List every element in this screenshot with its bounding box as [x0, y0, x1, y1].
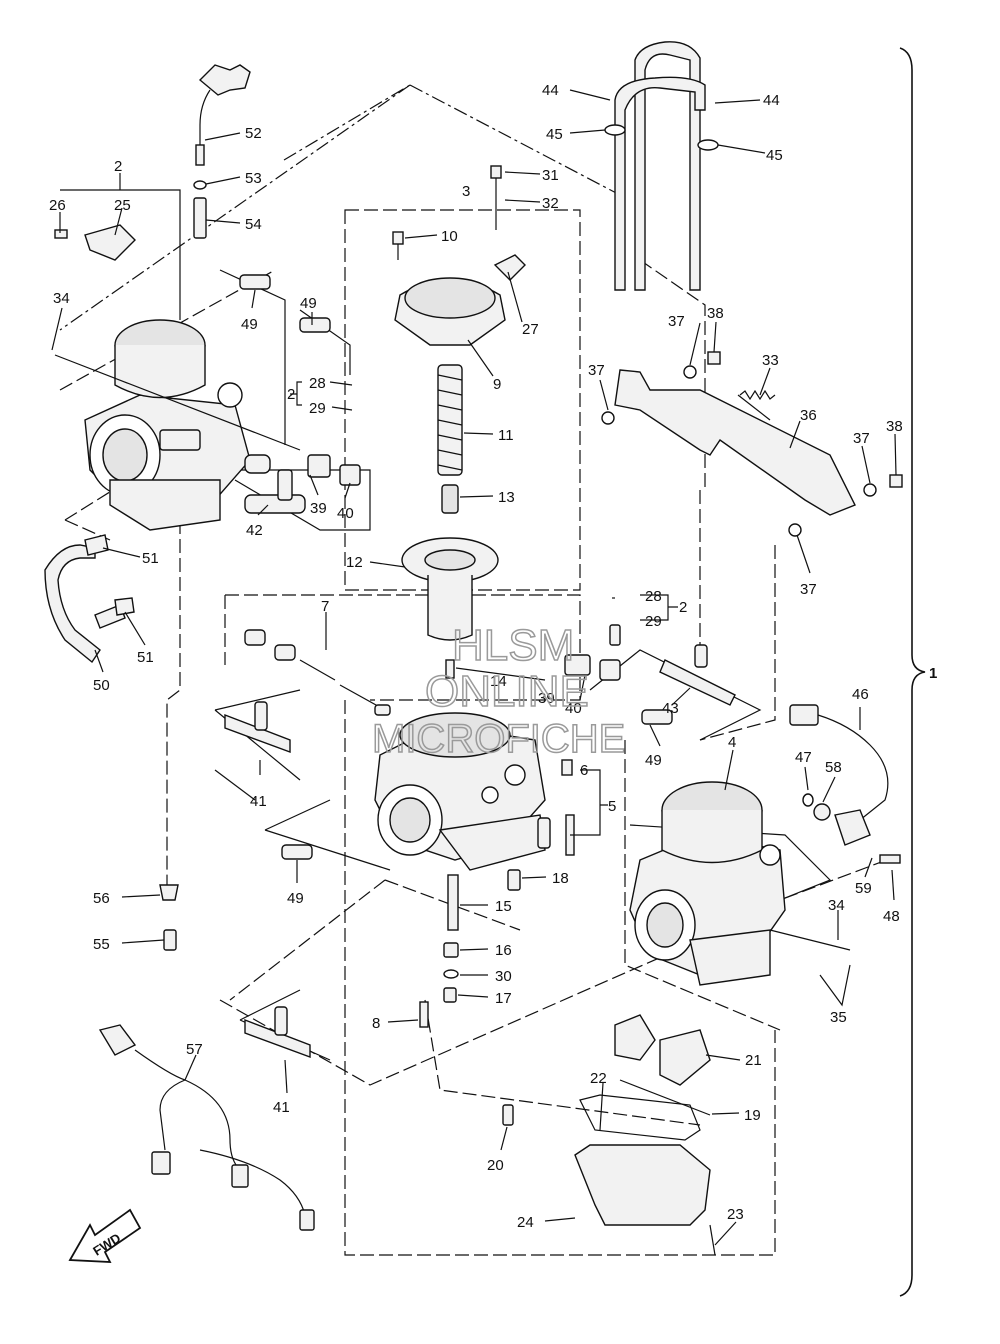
callout-43: 43	[662, 700, 679, 717]
callout-41: 41	[250, 793, 267, 810]
callout-51: 51	[142, 550, 159, 567]
callout-49: 49	[241, 316, 258, 333]
assembly-bracket	[899, 47, 926, 1297]
callout-34: 34	[53, 290, 70, 307]
callout-11: 11	[498, 427, 514, 444]
callout-29: 29	[645, 613, 662, 630]
callout-28: 28	[309, 375, 326, 392]
callout-54: 54	[245, 216, 262, 233]
callout-53: 53	[245, 170, 262, 187]
callout-57: 57	[186, 1041, 203, 1058]
callout-2: 2	[287, 386, 295, 403]
callout-42: 42	[246, 522, 263, 539]
callout-23: 23	[727, 1206, 744, 1223]
float-bowl	[574, 1014, 716, 1256]
callout-49: 49	[287, 890, 304, 907]
callout-14: 14	[490, 673, 507, 690]
callout-44: 44	[542, 82, 559, 99]
callout-12: 12	[346, 554, 363, 571]
callout-15: 15	[495, 898, 512, 915]
callout-27: 27	[522, 321, 539, 338]
callout-18: 18	[552, 870, 569, 887]
watermark: HLSM ONLINE MICROFICHE	[371, 620, 626, 762]
callout-47: 47	[795, 749, 812, 766]
callout-33: 33	[762, 352, 779, 369]
callout-19: 19	[744, 1107, 761, 1124]
watermark-line-1: HLSM	[452, 621, 574, 670]
callout-30: 30	[495, 968, 512, 985]
callout-38: 38	[707, 305, 724, 322]
right-carburetor	[629, 781, 851, 986]
callout-labels: 1 2 2 2 3 4 5 6 7 8 9 10 11 12 13 14 15 …	[49, 82, 937, 1231]
callout-58: 58	[825, 759, 842, 776]
left-carburetor	[54, 319, 301, 531]
callout-2: 2	[114, 158, 122, 175]
callout-46: 46	[852, 686, 869, 703]
callout-55: 55	[93, 936, 110, 953]
tee-fittings	[224, 624, 736, 1059]
callout-31: 31	[542, 167, 559, 184]
callout-52: 52	[245, 125, 262, 142]
throttle-sensor	[789, 704, 901, 864]
callout-5: 5	[608, 798, 616, 815]
callout-39: 39	[310, 500, 327, 517]
callout-37: 37	[668, 313, 685, 330]
callout-22: 22	[590, 1070, 607, 1087]
watermark-line-3: MICROFICHE	[372, 717, 625, 761]
callout-40: 40	[337, 505, 354, 522]
callout-49: 49	[645, 752, 662, 769]
callout-34: 34	[828, 897, 845, 914]
callout-48: 48	[883, 908, 900, 925]
callout-13: 13	[498, 489, 515, 506]
callout-45: 45	[546, 126, 563, 143]
callout-8: 8	[372, 1015, 380, 1032]
callout-6: 6	[580, 762, 588, 779]
callout-56: 56	[93, 890, 110, 907]
callout-41: 41	[273, 1099, 290, 1116]
callout-37: 37	[588, 362, 605, 379]
callout-21: 21	[745, 1052, 762, 1069]
callout-4: 4	[728, 734, 736, 751]
callout-38: 38	[886, 418, 903, 435]
callout-25: 25	[114, 197, 131, 214]
callout-7: 7	[321, 598, 329, 615]
callout-45: 45	[766, 147, 783, 164]
left-small-parts	[44, 64, 361, 664]
center-carburetor	[374, 712, 546, 871]
callout-35: 35	[830, 1009, 847, 1026]
callout-49: 49	[300, 295, 317, 312]
callout-16: 16	[495, 942, 512, 959]
forward-arrow-icon: FWD	[68, 1208, 142, 1263]
callout-2: 2	[679, 599, 687, 616]
callout-17: 17	[495, 990, 512, 1007]
wiring-harness	[98, 884, 315, 1231]
callout-40: 40	[565, 700, 582, 717]
callout-10: 10	[441, 228, 458, 245]
callout-24: 24	[517, 1214, 534, 1231]
callout-9: 9	[493, 376, 501, 393]
callout-32: 32	[542, 195, 559, 212]
callout-51: 51	[137, 649, 154, 666]
callout-36: 36	[800, 407, 817, 424]
vent-hoses	[604, 41, 719, 291]
callout-37: 37	[853, 430, 870, 447]
watermark-line-2: ONLINE	[425, 667, 589, 716]
callout-28: 28	[645, 588, 662, 605]
callout-44: 44	[763, 92, 780, 109]
callout-3: 3	[462, 183, 470, 200]
callout-37: 37	[800, 581, 817, 598]
callout-20: 20	[487, 1157, 504, 1174]
callout-26: 26	[49, 197, 66, 214]
callout-50: 50	[93, 677, 110, 694]
leader-lines	[51, 89, 897, 1246]
link-plate	[601, 351, 903, 537]
callout-29: 29	[309, 400, 326, 417]
callout-1: 1	[929, 665, 937, 682]
vacuum-chamber-parts	[392, 165, 526, 641]
callout-59: 59	[855, 880, 872, 897]
callout-39: 39	[538, 690, 555, 707]
